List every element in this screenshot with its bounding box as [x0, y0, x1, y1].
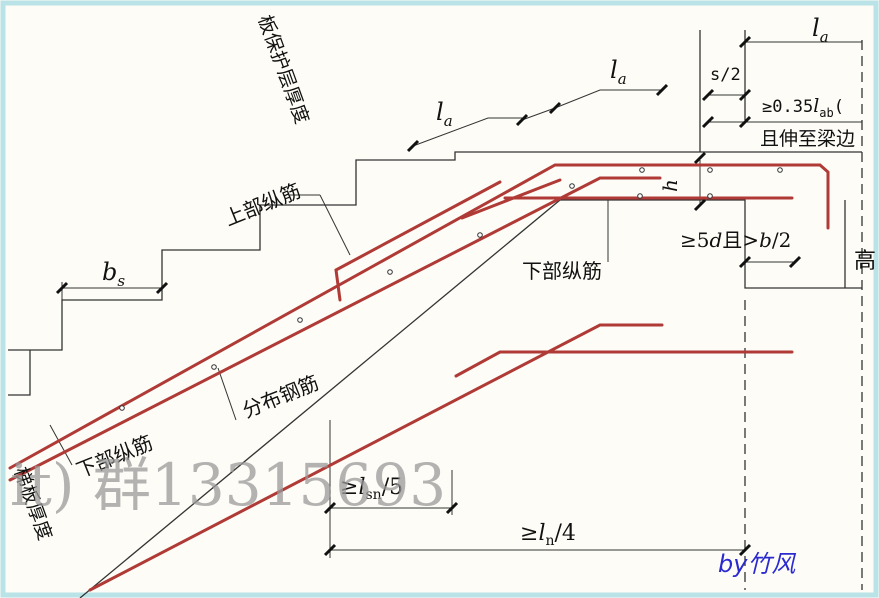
- bs-label: bs: [102, 258, 125, 290]
- anchor-extend-label: 且伸至梁边: [760, 128, 855, 150]
- slab-cover-label: 板保护层厚度: [253, 12, 313, 127]
- stair-outline: [8, 30, 863, 598]
- upper-longitudinal-bar: [8, 163, 830, 470]
- signature-text: by竹风: [718, 550, 796, 578]
- dimension-lines: [49, 41, 862, 558]
- upper-bars-label: 上部纵筋: [221, 178, 304, 230]
- distribution-bars-label: 分布钢筋: [239, 370, 322, 422]
- distribution-bar-dots: [119, 167, 783, 411]
- lower-longitudinal-bar-top: [8, 176, 662, 482]
- ge5d-label: ≥5d且>b/2: [680, 228, 791, 252]
- dimension-ticks: [55, 35, 802, 557]
- rebars: [8, 163, 830, 592]
- s-half-label: s/2: [710, 65, 741, 85]
- watermark-text: it) 群13315693: [10, 451, 446, 519]
- h-label: h: [658, 179, 682, 192]
- bottom-bar-short: [454, 350, 794, 378]
- upper-bar-hook: [334, 180, 502, 302]
- la-mid-label: la: [610, 56, 627, 88]
- ln4-label: ≥ln/4: [520, 521, 576, 549]
- bottom-bar-long: [88, 323, 664, 592]
- anchor-requirement-label: ≥0.35lab(: [762, 95, 844, 120]
- lsn5-label: ≥lsn/5: [340, 475, 403, 503]
- beam-height-label: 高: [854, 249, 876, 274]
- lower-bars-right-label: 下部纵筋: [522, 259, 602, 283]
- la-top-right-label: la: [812, 14, 829, 46]
- la-left-label: la: [436, 98, 453, 130]
